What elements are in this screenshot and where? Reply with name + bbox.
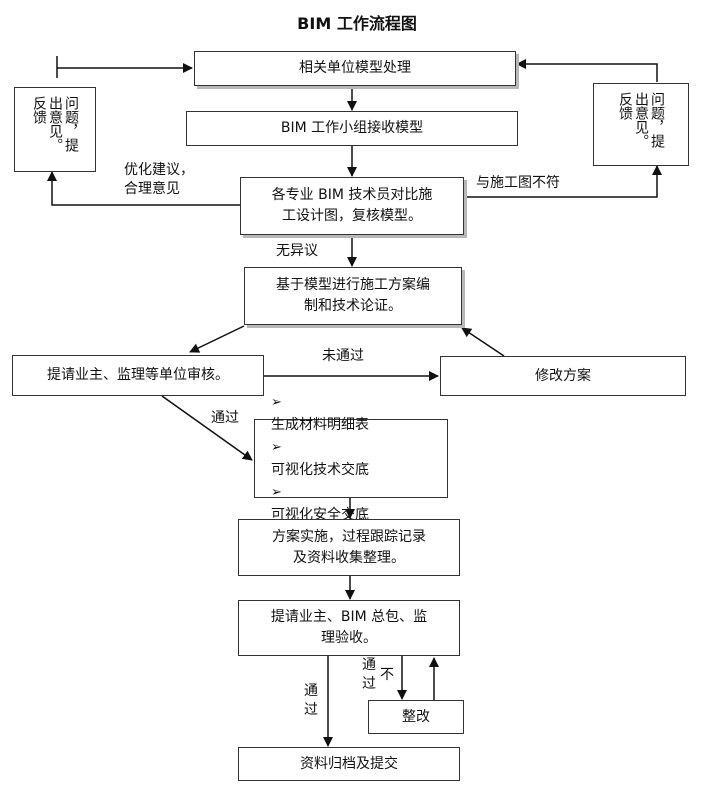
archive-passed-label: 通 过 [304,683,318,718]
arrow-plan-to-review [189,325,245,353]
arrow-right-box-to-model [516,59,658,82]
rectify-box: 整改 [368,700,464,734]
implement-box: 方案实施，过程跟踪记录 及资料收集整理。 [238,519,460,576]
rectify-not-label: 不 [380,667,394,683]
owner-review-box: 提请业主、监理等单位审核。 [12,355,264,396]
plan-box: 基于模型进行施工方案编 制和技术论证。 [244,267,462,325]
model-process-box: 相关单位模型处理 [194,51,516,86]
rectify-pass-label: 通 过 [362,657,376,692]
not-passed-label: 未通过 [322,348,364,364]
diagram-title: BIM 工作流程图 [297,14,417,33]
outputs-box: ➢生成材料明细表 ➢可视化技术交底 ➢可视化安全交底 [254,395,448,523]
left-feedback-box: 问题，提出意见。反馈 [14,87,96,172]
team-receive-box: BIM 工作小组接收模型 [186,111,518,146]
revise-plan-box: 修改方案 [440,356,686,396]
optimize-label: 优化建议， 合理意见 [124,162,194,197]
output-item: ➢可视化技术交底 [271,436,369,481]
no-objection-label: 无异议 [276,243,318,259]
arrow-review-to-outputs [161,395,253,461]
bullet-arrow-icon: ➢ [271,485,282,500]
acceptance-box: 提请业主、BIM 总包、监 理验收。 [238,600,460,656]
outputs-list: ➢生成材料明细表 ➢可视化技术交底 ➢可视化安全交底 [255,391,369,526]
passed-label: 通过 [211,410,239,426]
compare-box: 各专业 BIM 技术员对比施 工设计图，复核模型。 [240,177,464,235]
right-feedback-box: 问题，提出意见。反馈 [593,83,689,166]
arrow-compare-to-right-box [464,165,662,198]
output-item: ➢生成材料明细表 [271,391,369,436]
mismatch-label: 与施工图不符 [476,175,560,191]
arrow-compare-to-left-box [47,171,240,206]
archive-box: 资料归档及提交 [238,747,460,781]
bullet-arrow-icon: ➢ [271,440,282,455]
bullet-arrow-icon: ➢ [271,395,282,410]
arrow-revise-to-plan [461,327,505,357]
